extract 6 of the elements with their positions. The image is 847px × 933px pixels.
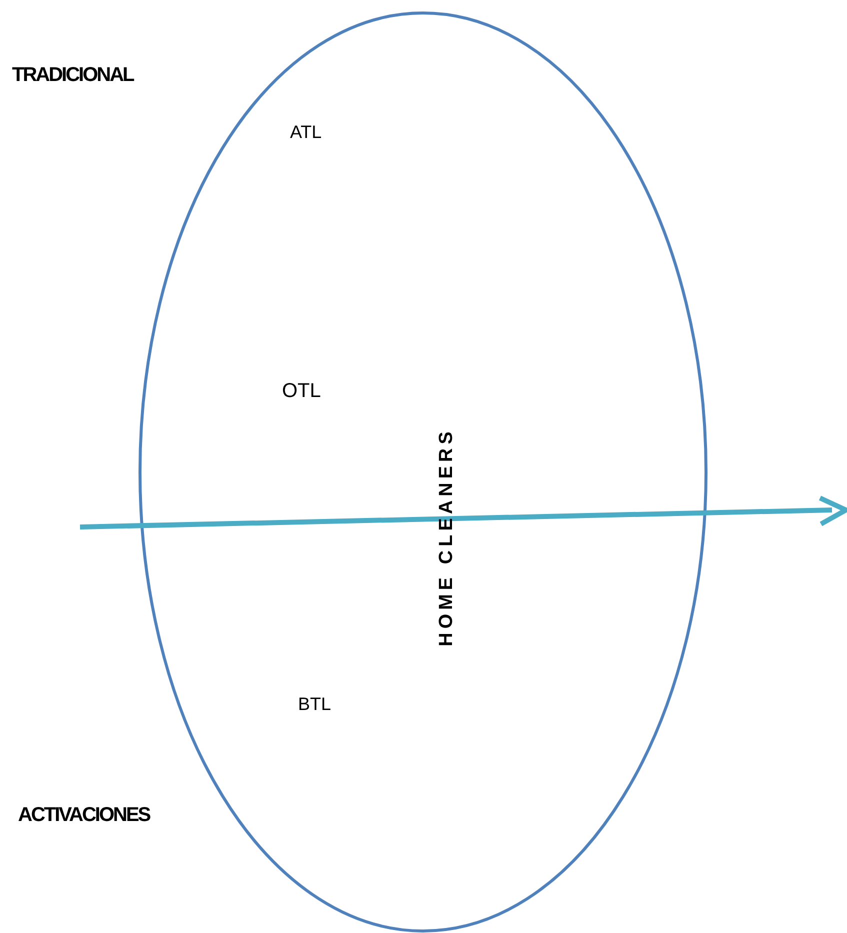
text-label: BTL (298, 694, 332, 715)
text-label: TRADICIONAL (12, 64, 134, 87)
text-label: ACTIVACIONES (18, 804, 150, 827)
text-label: HOME CLEANERS (436, 428, 458, 646)
text-label: OTL (282, 380, 321, 403)
text-label: ATL (290, 122, 322, 143)
